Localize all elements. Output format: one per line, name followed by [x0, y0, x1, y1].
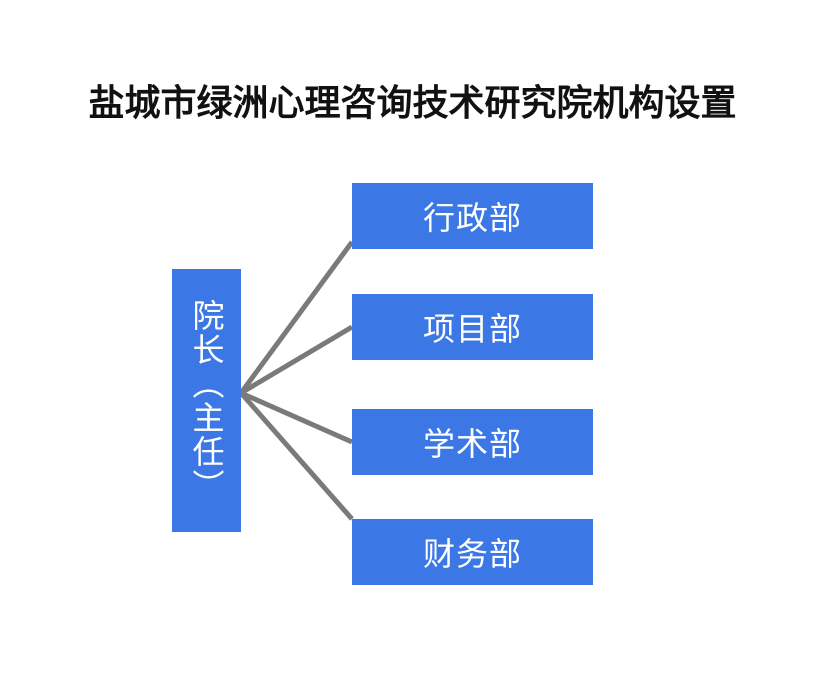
dept-node-admin: 行政部	[352, 183, 593, 249]
dept-node-academic: 学术部	[352, 409, 593, 475]
dept-node-finance-label: 财务部	[422, 535, 522, 573]
connector-line-admin	[238, 240, 355, 395]
dept-node-project-label: 项目部	[422, 310, 522, 348]
connector-line-academic	[239, 390, 354, 445]
head-node: 院长（主任）	[172, 269, 241, 532]
dept-node-academic-label: 学术部	[422, 425, 522, 463]
diagram-title: 盐城市绿洲心理咨询技术研究院机构设置	[88, 82, 737, 124]
dept-node-project: 项目部	[352, 294, 593, 360]
connector-line-finance	[239, 391, 354, 521]
connector-line-project	[239, 324, 354, 396]
dept-node-admin-label: 行政部	[422, 199, 522, 237]
dept-node-finance: 财务部	[352, 519, 593, 585]
head-node-label: 院长（主任）	[187, 298, 226, 503]
